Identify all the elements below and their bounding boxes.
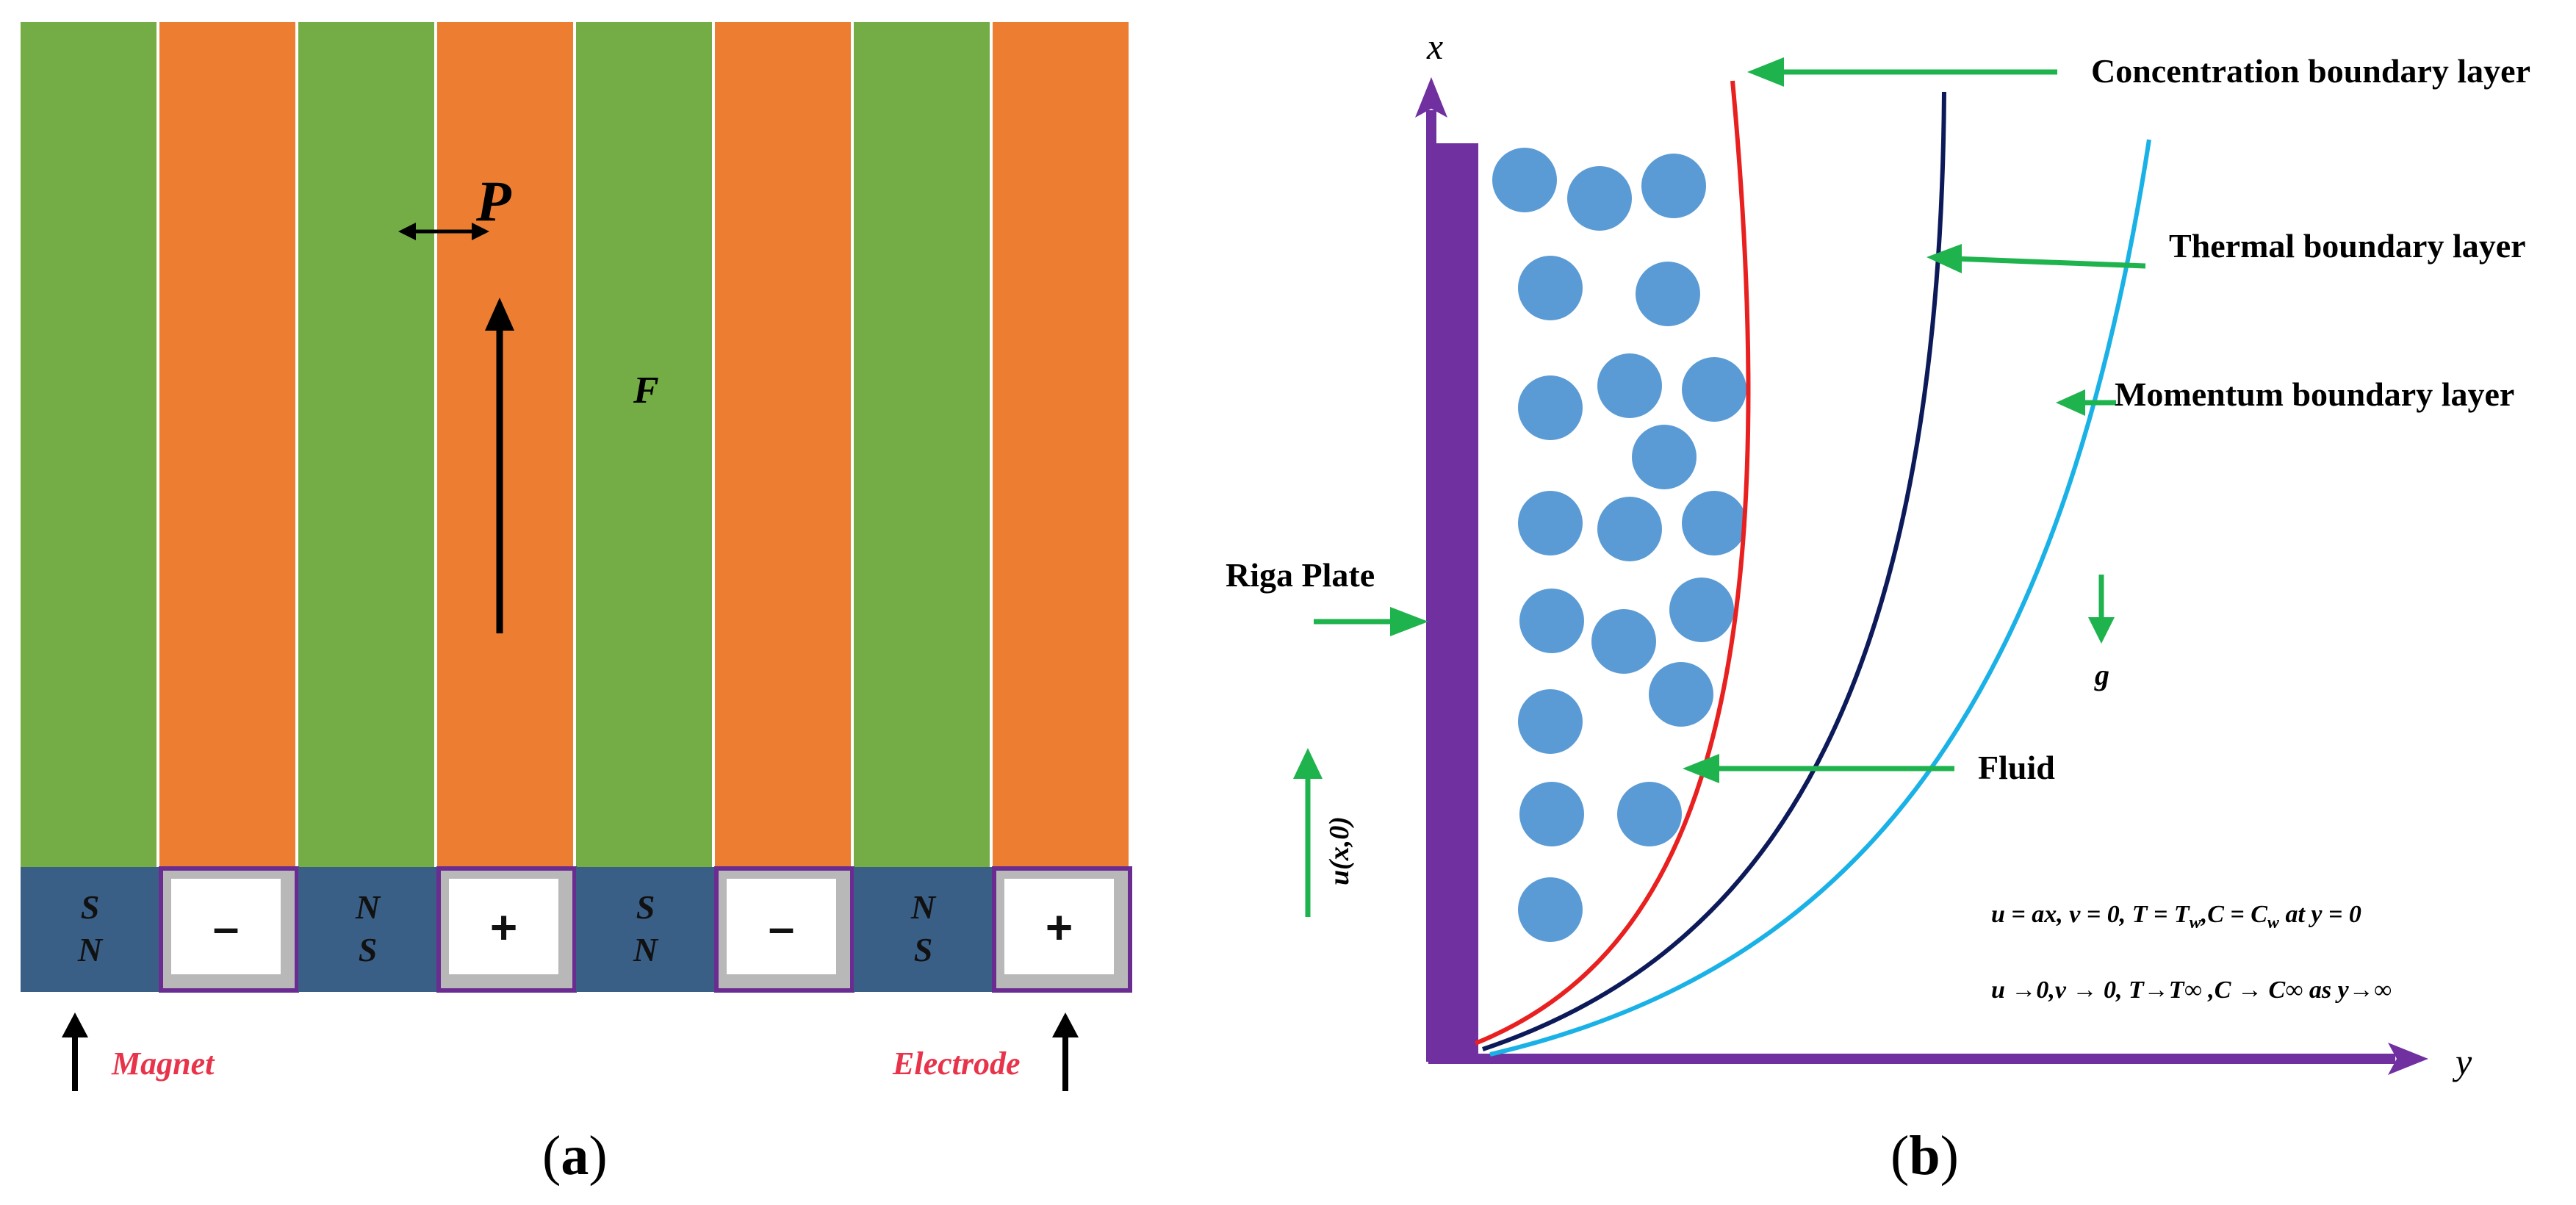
riga-plate-pointer-arrow-icon <box>1314 607 1428 636</box>
magnet-cell-5: SN <box>576 867 715 992</box>
concentration-boundary-curve <box>1474 80 1751 1046</box>
strip-2 <box>159 22 295 867</box>
p-double-arrow-icon <box>398 223 489 240</box>
f-label: F <box>633 370 659 411</box>
svg-text:S: S <box>81 888 100 926</box>
particle <box>1636 262 1700 326</box>
particle <box>1632 425 1697 489</box>
fluid-pointer-arrow-icon <box>1683 754 1954 783</box>
particle <box>1682 491 1746 555</box>
particle <box>1518 256 1583 320</box>
particle <box>1518 877 1583 942</box>
particle <box>1682 357 1746 422</box>
strip-5 <box>576 22 712 867</box>
strip-8 <box>993 22 1129 867</box>
electrode-cell-2: – <box>159 866 299 993</box>
momentum-pointer-arrow-icon <box>2056 389 2116 416</box>
p-label: P <box>475 169 512 233</box>
particle <box>1597 497 1662 561</box>
velocity-arrow-icon <box>1293 748 1323 917</box>
riga-plate-bar <box>1428 143 1478 1062</box>
electrode-label: Electrode <box>892 1046 1021 1082</box>
caption-a: (a) <box>542 1125 608 1187</box>
strip-6 <box>715 22 851 867</box>
particle <box>1518 689 1583 754</box>
magnet-electrode-row: SN–NS+SN–NS+ <box>21 866 1132 993</box>
x-axis-arrow-icon <box>1415 77 1447 1062</box>
boundary-condition-wall: u = ax, v = 0, T = Tw,C = Cw at y = 0 <box>1991 901 2361 932</box>
svg-text:–: – <box>769 901 795 954</box>
particle <box>1518 375 1583 440</box>
svg-text:–: – <box>213 901 240 954</box>
electrode-cell-4: + <box>436 866 577 993</box>
svg-text:+: + <box>1046 901 1073 954</box>
strip-1 <box>21 22 156 867</box>
y-axis-arrow-icon <box>1428 1043 2428 1075</box>
particle <box>1519 782 1584 846</box>
particle <box>1649 662 1713 727</box>
momentum-label: Momentum boundary layer <box>2115 375 2514 413</box>
particle <box>1617 782 1682 846</box>
concentration-label: Concentration boundary layer <box>2091 52 2530 90</box>
fluid-particles <box>1492 148 1746 942</box>
svg-text:N: N <box>355 888 381 926</box>
magnet-cell-7: NS <box>854 867 993 992</box>
electrode-magnet-strips <box>21 22 1129 867</box>
panel-a-riga-plate-schematic: SN–NS+SN–NS+ P F Magnet Electrode <box>21 22 1132 1091</box>
svg-text:+: + <box>490 901 517 954</box>
caption-b: (b) <box>1890 1125 1959 1187</box>
strip-7 <box>854 22 990 867</box>
svg-text:N: N <box>77 931 104 968</box>
riga-plate-label: Riga Plate <box>1226 556 1375 594</box>
concentration-pointer-arrow-icon <box>1747 57 2057 87</box>
magnet-arrow-icon <box>62 1012 88 1091</box>
particle <box>1567 166 1632 231</box>
electrode-cell-6: – <box>714 866 855 993</box>
y-axis-label: y <box>2452 1041 2472 1082</box>
svg-text:S: S <box>914 931 933 968</box>
particle <box>1518 491 1583 555</box>
force-up-arrow-icon <box>485 298 514 633</box>
svg-text:N: N <box>910 888 937 926</box>
particle <box>1519 589 1584 653</box>
boundary-condition-far-field: u →0,v → 0, T→T∞ ,C → C∞ as y→∞ <box>1991 976 2392 1004</box>
strip-4 <box>437 22 573 867</box>
particle <box>1597 353 1662 418</box>
magnet-label: Magnet <box>111 1046 215 1082</box>
magnet-cell-3: NS <box>298 867 437 992</box>
magnet-cell-1: SN <box>21 867 159 992</box>
particle <box>1591 609 1656 674</box>
electrode-arrow-icon <box>1052 1012 1079 1091</box>
thermal-pointer-arrow-icon <box>1926 244 2146 273</box>
svg-text:S: S <box>636 888 655 926</box>
thermal-label: Thermal boundary layer <box>2169 227 2526 265</box>
svg-text:S: S <box>359 931 378 968</box>
fluid-label: Fluid <box>1978 749 2055 786</box>
thermal-boundary-curve <box>1482 91 1946 1051</box>
electrode-cell-8: + <box>992 866 1132 993</box>
strip-3 <box>298 22 434 867</box>
particle <box>1669 578 1734 642</box>
svg-text:N: N <box>633 931 659 968</box>
x-axis-label: x <box>1426 26 1443 67</box>
momentum-boundary-curve <box>1489 139 2151 1057</box>
gravity-arrow-icon <box>2088 575 2115 644</box>
particle <box>1641 154 1706 218</box>
gravity-label: g <box>2094 658 2109 691</box>
velocity-label: u(x,0) <box>1324 816 1355 885</box>
particle <box>1492 148 1557 212</box>
panel-b-boundary-layer-diagram: x y Concentration boundary layer Thermal… <box>1226 26 2530 1082</box>
